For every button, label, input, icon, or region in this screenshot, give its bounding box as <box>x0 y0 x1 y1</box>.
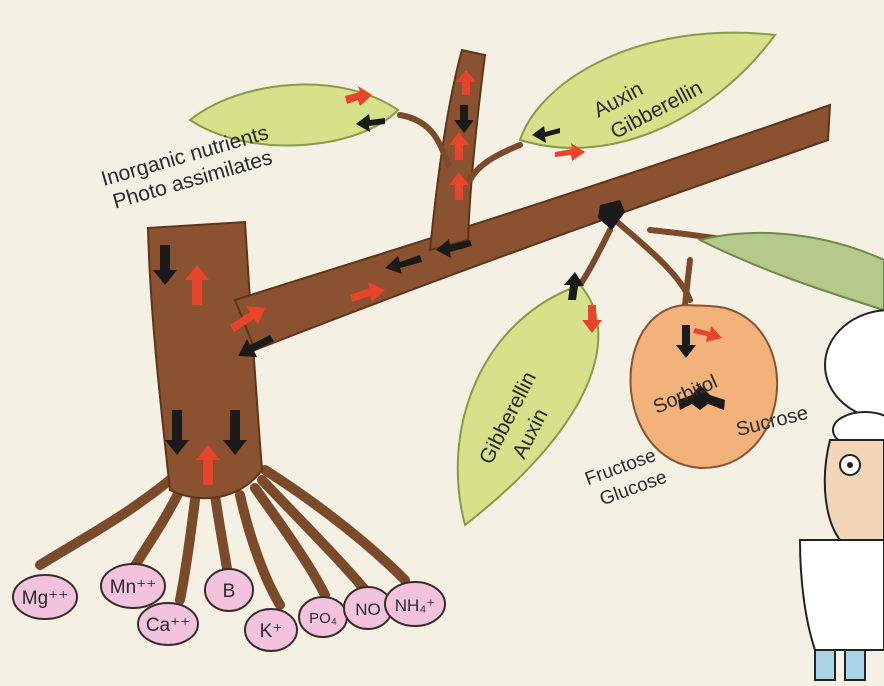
leaf-lower <box>458 285 599 525</box>
svg-text:K⁺: K⁺ <box>260 621 283 642</box>
ion-mg: Mg⁺⁺ <box>13 575 77 619</box>
speech-bubble <box>825 310 884 420</box>
ion-b: B <box>205 569 253 611</box>
svg-text:NO: NO <box>355 600 381 619</box>
ion-mn: Mn⁺⁺ <box>101 564 165 608</box>
svg-text:PO₄: PO₄ <box>309 610 337 627</box>
svg-text:NH₄⁺: NH₄⁺ <box>395 596 435 615</box>
svg-text:Mn⁺⁺: Mn⁺⁺ <box>110 577 156 598</box>
svg-text:Mg⁺⁺: Mg⁺⁺ <box>22 588 68 609</box>
fructose-glucose-label: Fructose Glucose <box>582 444 669 513</box>
ion-ca: Ca⁺⁺ <box>138 603 198 645</box>
nutrient-ions: Mg⁺⁺ Mn⁺⁺ Ca⁺⁺ B K⁺ PO₄ NO NH₄⁺ <box>13 564 445 651</box>
ion-nh4: NH₄⁺ <box>385 582 445 626</box>
svg-text:Ca⁺⁺: Ca⁺⁺ <box>146 615 190 636</box>
upper-left-leaf-label: Inorganic nutrients Photo assimilates <box>99 121 278 215</box>
svg-text:B: B <box>223 581 236 602</box>
leaf-right-partial <box>700 233 884 310</box>
scientist-figure <box>800 412 884 680</box>
ion-po4: PO₄ <box>299 597 347 637</box>
ion-k: K⁺ <box>245 609 297 651</box>
